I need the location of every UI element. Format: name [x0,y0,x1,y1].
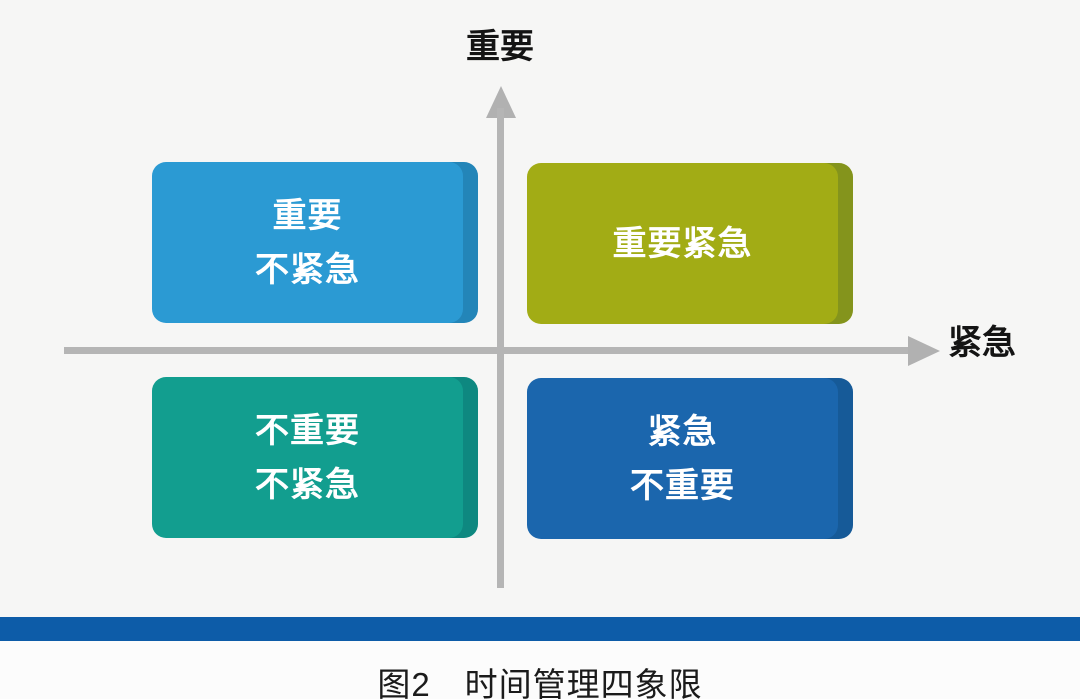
figure-caption: 图2 时间管理四象限 [377,666,703,699]
divider-bar [0,617,1080,641]
x-axis-label: 紧急 [948,324,1016,362]
quadrant-label-line: 不紧急 [255,250,360,289]
quadrant-not-important-not-urgent: 不重要 不紧急 [152,377,478,538]
x-axis-arrow-icon [908,336,940,366]
quadrant-urgent-not-important: 紧急 不重要 [527,378,853,539]
quadrant-important-urgent: 重要紧急 [527,163,853,324]
quadrant-label-line: 不重要 [630,466,735,505]
quadrant-important-not-urgent: 重要 不紧急 [152,162,478,323]
quadrant-label-line: 重要 [272,196,343,235]
quadrant-label-line: 不紧急 [255,465,360,504]
caption-zone [0,641,1080,699]
quadrant-label-line: 重要紧急 [612,224,753,263]
y-axis-label: 重要 [466,28,534,66]
x-axis-line [64,347,912,354]
quadrant-label-line: 紧急 [647,412,718,451]
quadrant-label-line: 不重要 [255,411,360,450]
